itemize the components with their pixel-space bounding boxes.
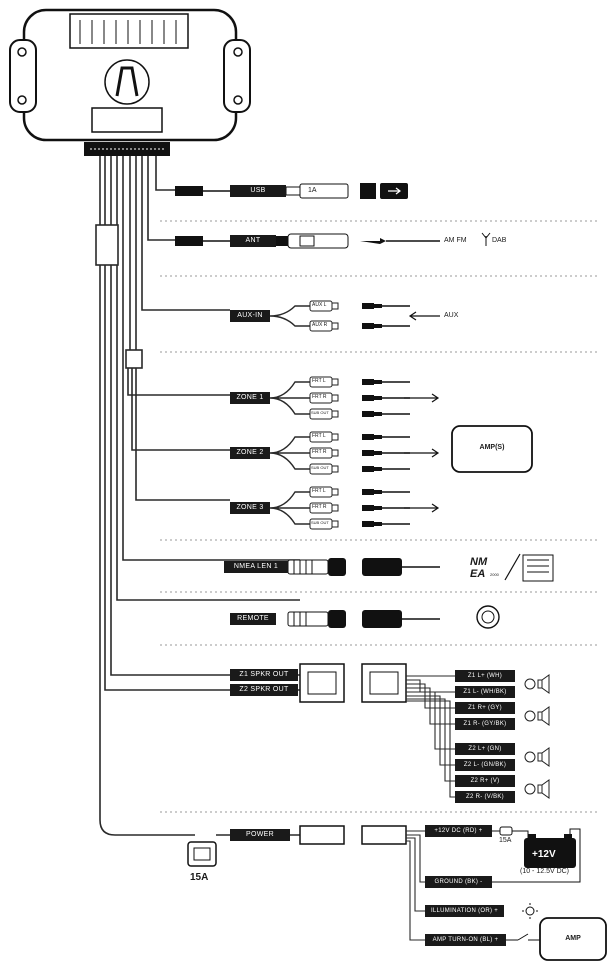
remote-connection: [287, 605, 500, 629]
power-wire-label: ILLUMINATION (OR) +: [425, 905, 504, 917]
z3-right-plug: FRT R: [312, 504, 327, 510]
z1-sub-plug: SUB OUT: [311, 410, 329, 415]
z1-left-plug: FRT L: [312, 378, 326, 384]
power-wire-label: GROUND (BK) -: [425, 876, 492, 888]
battery-range: (10 - 12.5V DC): [520, 868, 570, 875]
remote-label: REMOTE: [230, 613, 276, 625]
main-fuse-label: 15A: [190, 872, 209, 883]
harness-trunk: [95, 156, 300, 836]
usb-power-label: 1A: [308, 187, 317, 194]
amps-box: [451, 425, 533, 473]
speaker-wire-label: Z2 L+ (GN): [455, 743, 515, 755]
z2-spkr-out-label: Z2 SPKR OUT: [230, 684, 298, 696]
z1-right-plug: FRT R: [312, 394, 327, 400]
z3-sub-plug: SUB OUT: [311, 520, 329, 525]
speaker-wire-label: Z1 R+ (GY): [455, 702, 515, 714]
nmea-logo-bottom: EA: [470, 568, 486, 580]
nmea-label: NMEA LEN 1: [224, 561, 288, 573]
aux-in-label: AUX-IN: [230, 310, 270, 322]
usb-label: USB: [230, 185, 286, 197]
amp-box: [539, 917, 607, 961]
amps-label: AMP(S): [479, 444, 505, 451]
head-unit: [9, 8, 251, 156]
speaker-wire-label: Z2 R- (V/BK): [455, 791, 515, 803]
battery: [524, 838, 576, 868]
power-label: POWER: [230, 829, 290, 841]
power-wire-label: +12V DC (RD) +: [425, 825, 492, 837]
am-fm-label: AM FM: [444, 237, 467, 244]
aux-label: AUX: [444, 312, 459, 319]
power-wire-label: AMP TURN-ON (BL) +: [425, 934, 506, 946]
speaker-wire-label: Z1 L+ (WH): [455, 670, 515, 682]
speaker-wire-label: Z1 R- (GY/BK): [455, 718, 515, 730]
aux-in-connection: [269, 300, 440, 332]
antenna-connection: [175, 232, 491, 249]
zone1-label: ZONE 1: [230, 392, 270, 404]
speaker-wire-label: Z2 L- (GN/BK): [455, 759, 515, 771]
inline-fuse-label: 15A: [499, 837, 512, 844]
nmea-logo-top: NM: [470, 556, 488, 568]
power-connection: [187, 825, 607, 961]
z2-left-plug: FRT L: [312, 433, 326, 439]
zone3-rca: [269, 486, 411, 530]
z1-spkr-out-label: Z1 SPKR OUT: [230, 669, 298, 681]
z2-right-plug: FRT R: [312, 449, 327, 455]
nmea-logo-suffix: 2000: [490, 572, 499, 577]
zone2-rca: [269, 431, 411, 475]
amp-label: AMP: [565, 935, 581, 942]
aux-l-plug-label: AUX L: [312, 302, 327, 308]
zone1-rca: [269, 376, 411, 420]
speaker-wire-label: Z2 R+ (V): [455, 775, 515, 787]
z2-sub-plug: SUB OUT: [311, 465, 329, 470]
aux-r-plug-label: AUX R: [312, 322, 328, 328]
dab-label: DAB: [492, 237, 507, 244]
speaker-outputs: [299, 663, 550, 799]
speaker-wire-label: Z1 L- (WH/BK): [455, 686, 515, 698]
separators: [160, 220, 600, 813]
z3-left-plug: FRT L: [312, 488, 326, 494]
battery-voltage: +12V: [532, 849, 556, 860]
nmea-connection: [287, 553, 554, 582]
ant-label: ANT: [230, 235, 276, 247]
zone3-label: ZONE 3: [230, 502, 270, 514]
zone-outputs: [269, 376, 533, 530]
zone2-label: ZONE 2: [230, 447, 270, 459]
usb-connection: [175, 183, 408, 199]
